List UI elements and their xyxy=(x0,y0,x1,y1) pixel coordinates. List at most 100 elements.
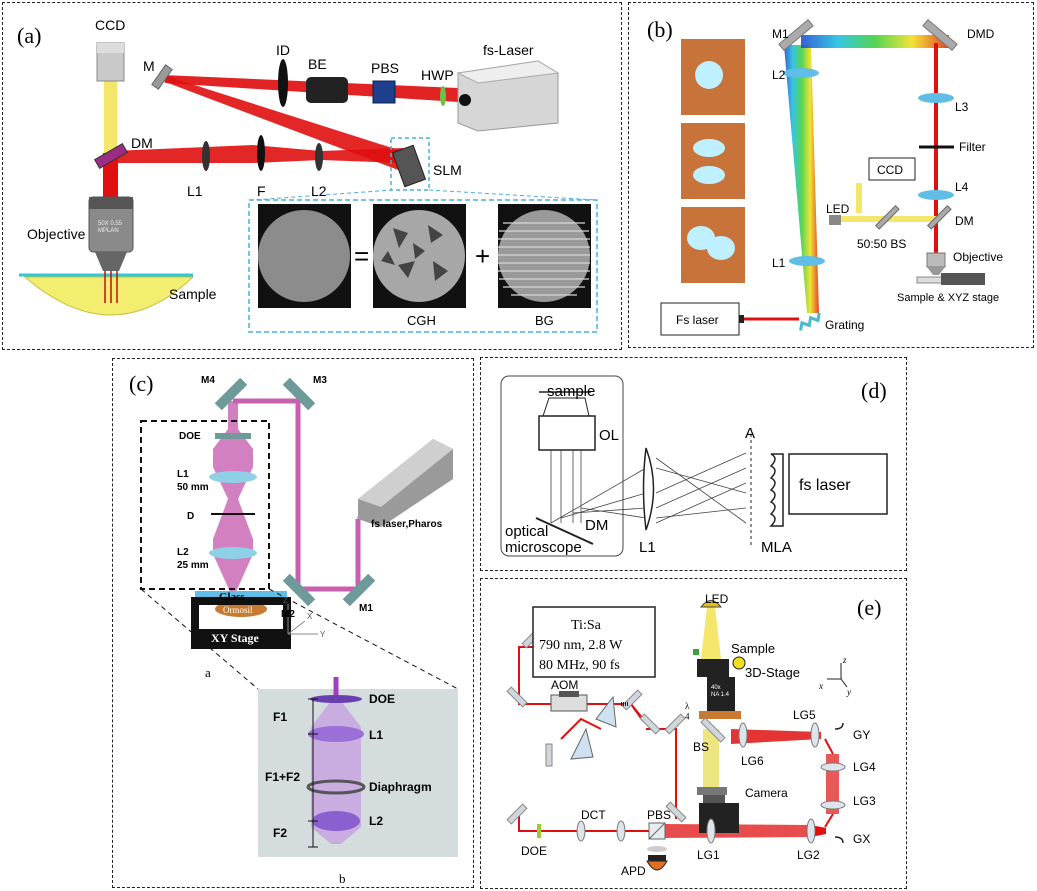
inset-doe xyxy=(310,695,362,703)
hologram-bg xyxy=(498,210,590,302)
microscope-outline xyxy=(500,375,624,557)
label-be: BE xyxy=(308,56,327,72)
label-mla: MLA xyxy=(761,539,792,556)
label-pbs: PBS xyxy=(371,60,399,76)
axis-y: Y xyxy=(320,630,326,639)
mirror-m4 xyxy=(214,377,248,411)
label-apd: APD xyxy=(621,864,646,878)
label-m2: M2 xyxy=(281,609,295,620)
cgh-pattern xyxy=(381,225,448,281)
lens-l2 xyxy=(315,143,323,171)
inset-label-diaphragm: Diaphragm xyxy=(369,780,432,794)
objective-cap xyxy=(89,197,133,209)
bg-grating-lines xyxy=(498,222,590,296)
label-l2: L2 xyxy=(311,183,327,199)
objective-ol xyxy=(538,415,596,451)
prism-2 xyxy=(595,695,617,728)
iris-id xyxy=(278,59,288,107)
inset-dimension-lines xyxy=(308,698,318,848)
camera-neck xyxy=(703,795,725,803)
pattern-spot-2b xyxy=(693,166,725,184)
panel-b: (b) M1 DMD L2 L3 Filter CCD L4 LED DM 50… xyxy=(628,2,1034,348)
label-dm: DM xyxy=(131,135,153,151)
inset-label-l2: L2 xyxy=(369,814,383,828)
label-lg1: LG1 xyxy=(697,848,720,862)
panel-d: (d) sample OL A fs laser DM optical micr… xyxy=(480,357,907,571)
laser-aperture xyxy=(459,94,471,106)
axes-icon xyxy=(287,604,318,635)
label-stage: Sample & XYZ stage xyxy=(897,292,999,304)
beam-m-slm xyxy=(163,75,408,171)
dm-mirror xyxy=(535,517,594,545)
tisa-name: Ti:Sa xyxy=(571,618,602,633)
panel-d-diagram: (d) sample OL A fs laser DM optical micr… xyxy=(500,375,888,557)
objective-top xyxy=(542,397,590,417)
pbs-cube xyxy=(372,80,396,104)
led-beam xyxy=(701,607,721,659)
axis-x: x xyxy=(818,681,823,691)
label-pharos: fs laser,Pharos xyxy=(371,519,443,530)
lens-l2 xyxy=(209,547,257,559)
axis-x: X xyxy=(307,612,313,621)
pattern-spot-1 xyxy=(695,61,723,89)
label-l2: L2 xyxy=(177,547,189,558)
pattern-spot-3b xyxy=(707,236,735,260)
axis-z: z xyxy=(842,655,847,665)
ccd-beam xyxy=(104,81,117,156)
label-sample: sample xyxy=(547,383,595,400)
plus-sign: + xyxy=(475,241,490,271)
apd-detector xyxy=(646,860,668,871)
label-dct: DCT xyxy=(581,808,606,822)
camera-beam xyxy=(703,729,719,789)
focused-beam xyxy=(213,401,253,594)
label-l1: L1 xyxy=(772,256,786,270)
xyz-stage xyxy=(941,273,985,285)
mirror-m xyxy=(151,64,173,90)
label-dmd: DMD xyxy=(967,27,995,41)
sample-holder xyxy=(697,659,729,677)
label-gy: GY xyxy=(853,728,870,742)
label-l4: L4 xyxy=(955,180,969,194)
tisa-power: 790 nm, 2.8 W xyxy=(539,638,623,653)
label-m1: M1 xyxy=(772,27,789,41)
label-lg2: LG2 xyxy=(797,848,820,862)
label-a: A xyxy=(745,425,755,442)
inset-lens-l1 xyxy=(308,726,364,742)
galvo-gy xyxy=(834,722,844,730)
label-m3: M3 xyxy=(313,375,327,386)
mirror-m1 xyxy=(342,573,376,607)
pharos-beam-path xyxy=(233,398,361,592)
label-camera: Camera xyxy=(745,786,788,800)
sub-label-b: b xyxy=(339,871,346,886)
grating xyxy=(799,312,821,331)
label-l1: L1 xyxy=(639,539,656,556)
label-lg4: LG4 xyxy=(853,760,876,774)
label-doe: DOE xyxy=(179,431,201,442)
label-optical: optical xyxy=(505,523,548,540)
dichroic-mirror xyxy=(93,142,129,170)
label-xy-stage: XY Stage xyxy=(211,631,260,645)
beam-dmd-down xyxy=(934,43,938,261)
label-bs: 50:50 BS xyxy=(857,237,906,251)
objective-tip xyxy=(95,252,127,271)
panel-c: (c) M4 M3 DOE L1 50 mm D L2 25 mm fs las… xyxy=(112,358,474,888)
beam-slm-dm xyxy=(111,145,403,163)
optics-zoom-box xyxy=(140,420,270,590)
label-grating: Grating xyxy=(825,318,864,332)
label-lg6: LG6 xyxy=(741,754,764,768)
label-glass: Glass xyxy=(219,591,245,603)
label-ccd: CCD xyxy=(877,163,903,177)
label-led: LED xyxy=(826,202,850,216)
label-ol: OL xyxy=(599,427,619,444)
pattern-image-2 xyxy=(681,123,745,199)
fs-laser-box xyxy=(788,453,888,515)
label-l1-focal: 50 mm xyxy=(177,482,209,493)
fs-laser-top xyxy=(456,60,560,84)
lens-l4 xyxy=(918,190,954,200)
panel-c-tag: (c) xyxy=(129,371,153,396)
inset-label-f1: F1 xyxy=(273,710,287,724)
label-3d-stage: 3D-Stage xyxy=(745,665,800,680)
label-filter: Filter xyxy=(959,140,986,154)
label-gx: GX xyxy=(853,832,870,846)
